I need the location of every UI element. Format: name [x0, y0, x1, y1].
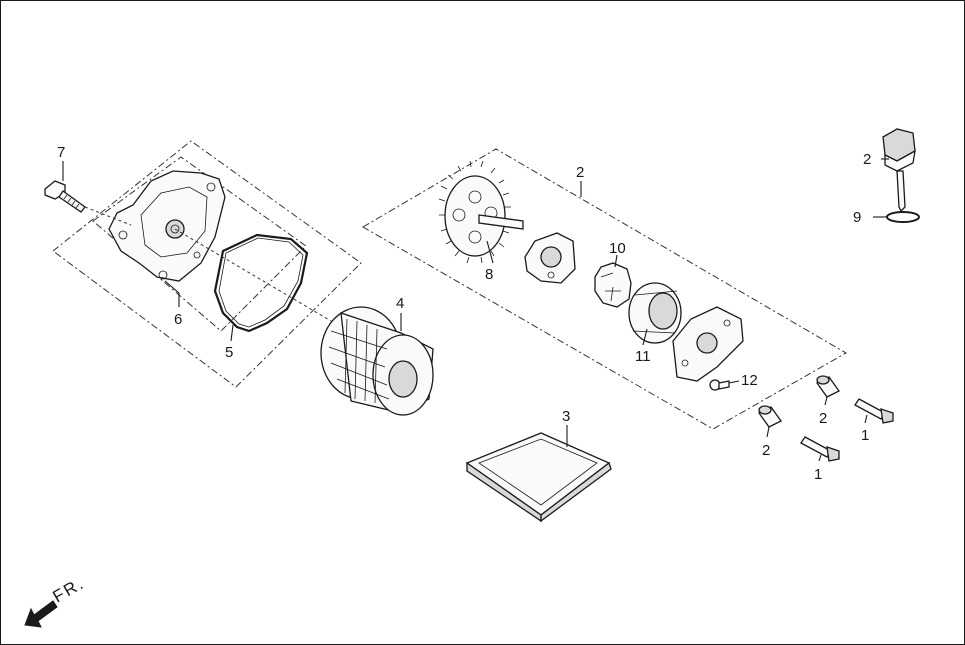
callout-4: 2 — [576, 164, 584, 181]
dowel-pin-upper-part[interactable] — [816, 375, 840, 398]
callout-10: 8 — [485, 266, 493, 283]
pump-drive-gear-part[interactable] — [438, 160, 524, 264]
callout-8: 6 — [174, 311, 182, 328]
callout-labels: 7 6 5 4 3 2 8 10 11 12 3 3 3 3 3 3 3 3 3… — [57, 144, 758, 425]
callout-11: 9 — [853, 209, 861, 226]
front-direction-marker: FR. — [24, 573, 88, 628]
oil-strainer-part[interactable] — [465, 432, 612, 523]
pump-bolt-upper-part[interactable] — [854, 398, 894, 424]
pump-inner-housing-part[interactable] — [524, 232, 576, 284]
front-direction-arrow-icon — [24, 600, 58, 628]
callout-9: 7 — [57, 144, 65, 161]
oil-filter-part[interactable] — [320, 306, 434, 416]
callout-12: 10 — [609, 240, 626, 257]
pump-bolt-lower-part[interactable] — [800, 436, 840, 462]
oil-pump-assembly-group-outline — [362, 148, 848, 430]
front-direction-label: FR. — [50, 573, 88, 606]
callout-2-lower-real: 2 — [762, 442, 770, 459]
oil-pump-cover-group-outline — [52, 140, 362, 388]
alignment-lines — [84, 206, 332, 322]
outer-rotor-part[interactable] — [628, 282, 682, 344]
callout-6: 4 — [396, 295, 404, 312]
inner-rotor-part[interactable] — [594, 262, 632, 308]
oil-filler-cap-part[interactable] — [882, 128, 916, 213]
cover-gasket-part[interactable] — [213, 233, 309, 333]
flange-bolt-part[interactable] — [44, 180, 86, 213]
filler-cap-o-ring-part[interactable] — [886, 211, 920, 223]
dowel-pin-lower-part[interactable] — [758, 405, 782, 428]
callout-labels-b: 2 9 2 2 2 1 1 — [762, 151, 871, 483]
callout-three-filler: 2 — [863, 151, 871, 168]
callout-5: 3 — [562, 408, 570, 425]
callout-13: 11 — [635, 348, 651, 365]
callout-leader-lines — [62, 158, 889, 462]
callout-1-lower: 1 — [814, 466, 822, 483]
callout-7: 5 — [225, 344, 233, 361]
pump-screw-part[interactable] — [709, 379, 730, 391]
callout-2-upper: 2 — [819, 410, 827, 427]
oil-pump-cover-part[interactable] — [108, 170, 226, 282]
callout-14: 12 — [741, 372, 758, 389]
callout-1-upper: 1 — [861, 427, 869, 444]
pump-plate-part[interactable] — [672, 306, 744, 382]
